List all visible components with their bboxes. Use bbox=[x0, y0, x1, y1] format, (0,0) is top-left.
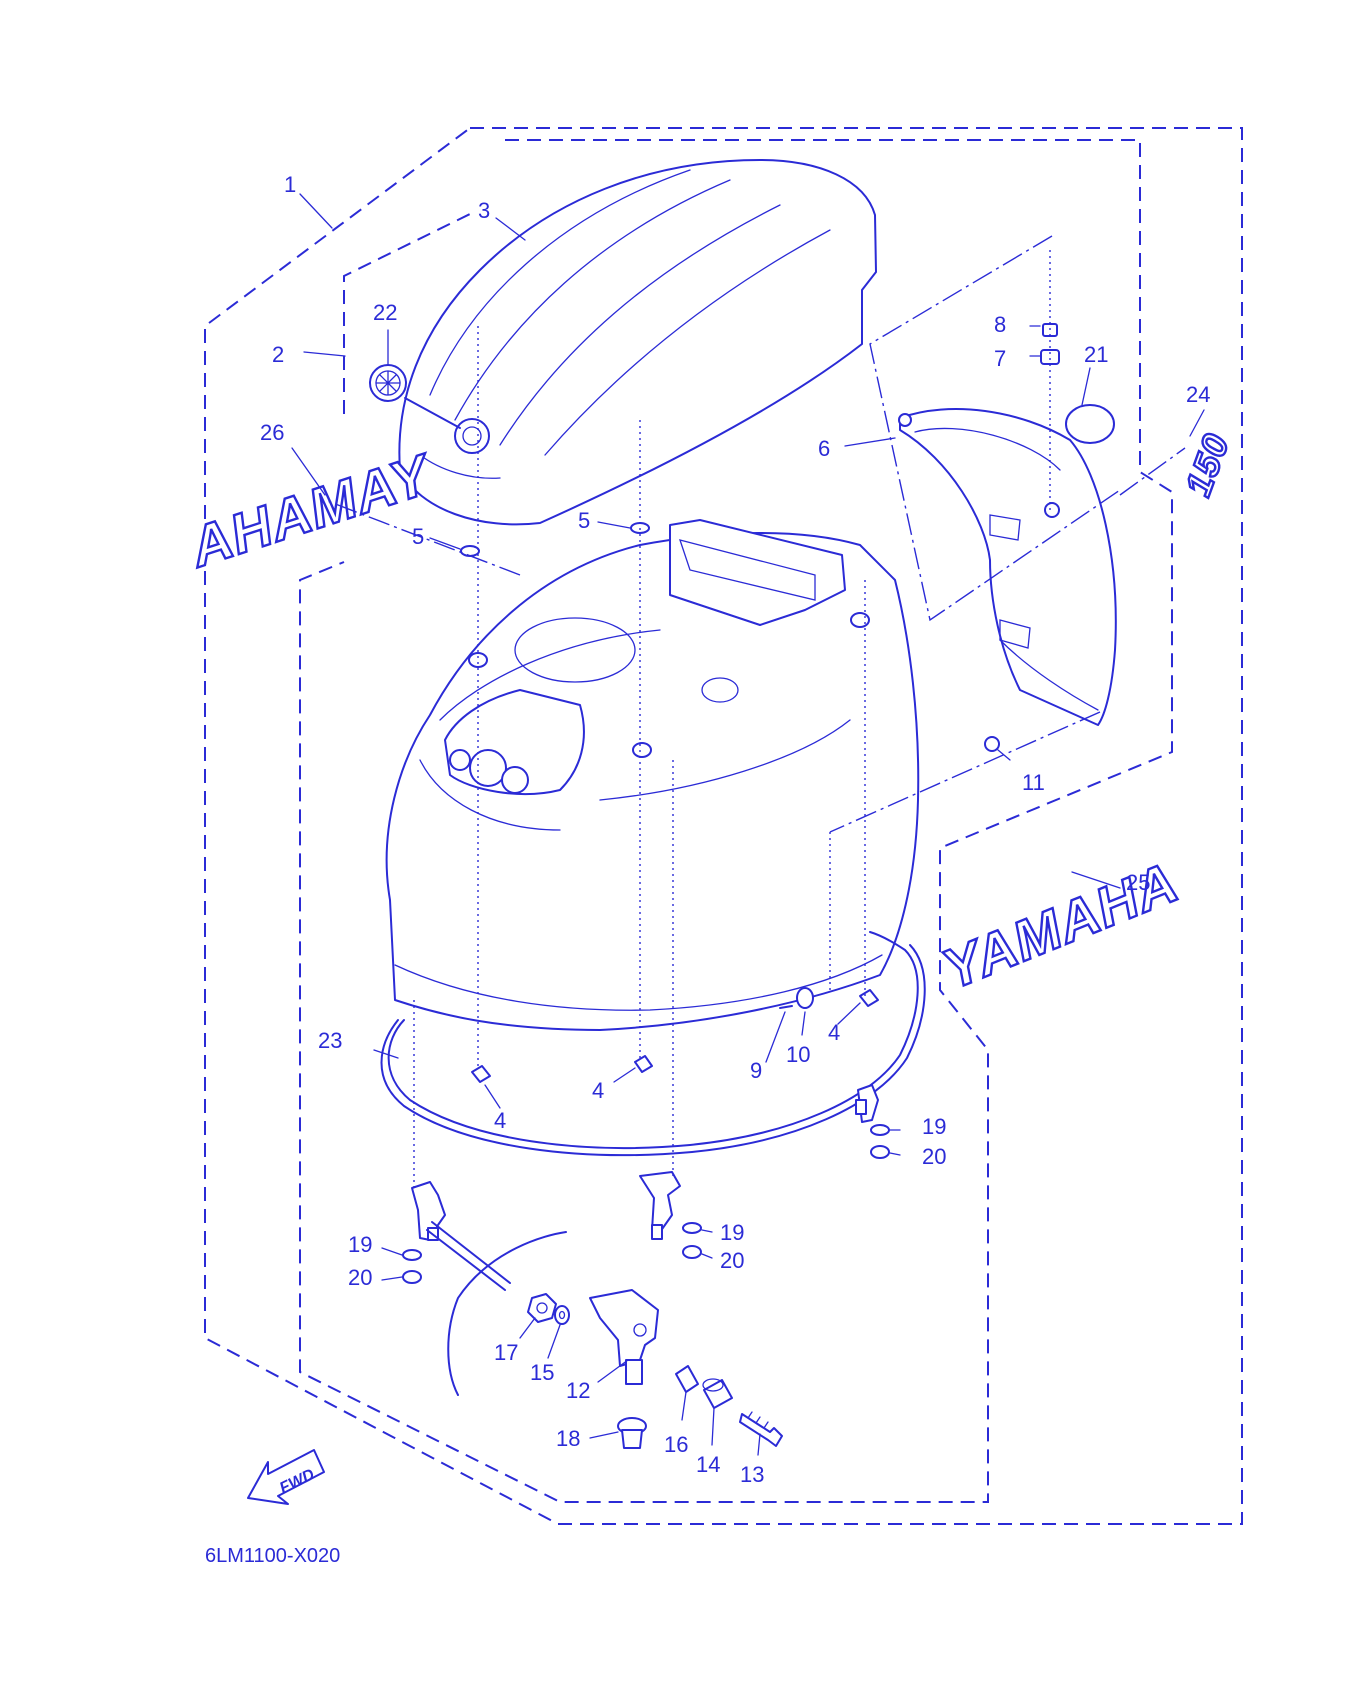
bolt-13 bbox=[739, 1411, 783, 1447]
callout-9: 9 bbox=[750, 1058, 762, 1083]
callout-11: 11 bbox=[1022, 770, 1045, 795]
fwd-arrow: FWD bbox=[247, 1449, 325, 1505]
decal-left: AHAMAY bbox=[180, 440, 443, 581]
callout-4b: 4 bbox=[592, 1078, 604, 1103]
callout-15: 15 bbox=[530, 1360, 554, 1385]
model-decal-text: 150 bbox=[1177, 428, 1237, 501]
callout-7: 7 bbox=[994, 346, 1006, 371]
chain-lines bbox=[324, 235, 1186, 833]
latch-hook bbox=[589, 1289, 659, 1385]
decal-left-text: AHAMAY bbox=[181, 441, 441, 579]
nut-17 bbox=[527, 1293, 557, 1323]
assembly-boundary-inner bbox=[299, 139, 1173, 1503]
drawing-code: 6LM1100-X020 bbox=[205, 1545, 340, 1567]
callout-12: 12 bbox=[566, 1378, 590, 1403]
callout-19b: 19 bbox=[720, 1220, 744, 1245]
model-decal: 150 bbox=[1176, 427, 1239, 503]
oval-decal bbox=[1065, 404, 1115, 444]
callout-10: 10 bbox=[786, 1042, 810, 1067]
callout-numbers: 1 2 3 22 26 5 5 6 8 7 21 24 11 25 23 4 4… bbox=[260, 172, 1210, 1487]
detail-bracket-line bbox=[447, 1231, 567, 1396]
callout-13: 13 bbox=[740, 1462, 764, 1487]
grommet-18 bbox=[617, 1417, 647, 1449]
callout-19c: 19 bbox=[922, 1114, 946, 1139]
callout-3: 3 bbox=[478, 198, 490, 223]
hardware bbox=[402, 323, 1060, 1284]
seal-rubber bbox=[387, 931, 919, 1149]
alignment-lines bbox=[413, 250, 1051, 1190]
callout-22: 22 bbox=[373, 300, 397, 325]
callout-1: 1 bbox=[284, 172, 296, 197]
assembly-boundary-outer bbox=[204, 127, 1243, 1525]
collar-16 bbox=[675, 1365, 699, 1393]
callout-17: 17 bbox=[494, 1340, 518, 1365]
bushing-14 bbox=[702, 1378, 733, 1409]
callout-14: 14 bbox=[696, 1452, 720, 1477]
callout-24: 24 bbox=[1186, 382, 1210, 407]
callout-16: 16 bbox=[664, 1432, 688, 1457]
callout-21: 21 bbox=[1084, 342, 1108, 367]
callout-2: 2 bbox=[272, 342, 284, 367]
leader-lines bbox=[291, 193, 1205, 1456]
callout-26: 26 bbox=[260, 420, 284, 445]
callout-8: 8 bbox=[994, 312, 1006, 337]
callout-18: 18 bbox=[556, 1426, 580, 1451]
washer-15 bbox=[554, 1305, 570, 1325]
cap-group-boundary bbox=[343, 213, 471, 414]
callout-4a: 4 bbox=[494, 1108, 506, 1133]
callout-20a: 20 bbox=[348, 1265, 372, 1290]
callout-6: 6 bbox=[818, 436, 830, 461]
top-cowling bbox=[385, 519, 920, 1031]
callout-19a: 19 bbox=[348, 1232, 372, 1257]
callout-5b: 5 bbox=[578, 508, 590, 533]
callout-5a: 5 bbox=[412, 524, 424, 549]
callout-20c: 20 bbox=[922, 1144, 946, 1169]
latch-bracket-center bbox=[639, 1171, 681, 1240]
callout-4c: 4 bbox=[828, 1020, 840, 1045]
latch-bracket-right bbox=[855, 1084, 879, 1123]
callout-25: 25 bbox=[1126, 870, 1150, 895]
callout-20b: 20 bbox=[720, 1248, 744, 1273]
callout-23: 23 bbox=[318, 1028, 342, 1053]
top-cap bbox=[398, 159, 877, 526]
